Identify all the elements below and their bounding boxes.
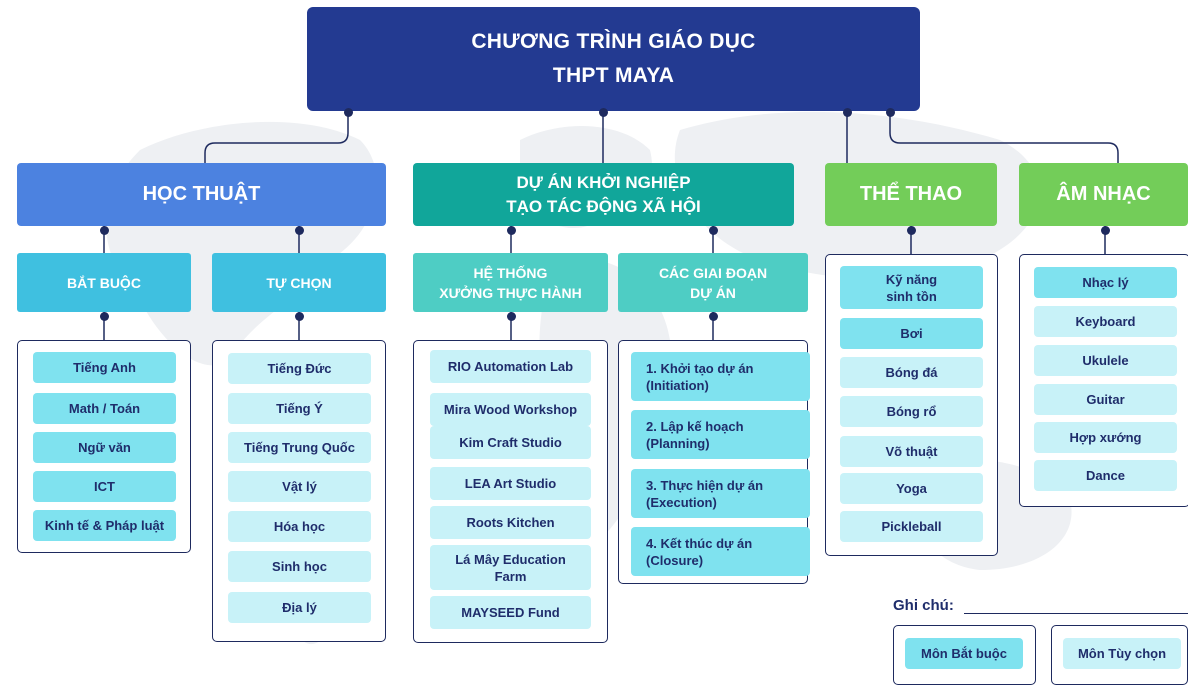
elective-subjects-panel: Tiếng Đức Tiếng Ý Tiếng Trung Quốc Vật l… (212, 340, 386, 642)
subcategory-required-label: BẮT BUỘC (67, 274, 141, 291)
legend-underline (964, 597, 1188, 614)
legend-required-label: Môn Bắt buộc (921, 646, 1007, 661)
list-item: Nhạc lý (1034, 267, 1177, 298)
subcategory-phases-line2: DỰ ÁN (690, 284, 736, 301)
connector-dot (506, 226, 516, 235)
list-item: Tiếng Đức (228, 353, 371, 384)
list-item: Pickleball (840, 511, 983, 542)
list-item: LEA Art Studio (430, 467, 591, 500)
list-item: Math / Toán (33, 393, 176, 424)
subcategory-workshops-line1: HỆ THỐNG (473, 264, 548, 281)
required-subjects-panel: Tiếng Anh Math / Toán Ngữ văn ICT Kinh t… (17, 340, 191, 553)
list-item: Võ thuật (840, 436, 983, 467)
list-item: RIO Automation Lab (430, 350, 591, 383)
category-academic-label: HỌC THUẬT (142, 183, 261, 205)
connector-dot (506, 312, 516, 321)
list-item: Guitar (1034, 384, 1177, 415)
list-item: 3. Thực hiện dự án (Execution) (631, 469, 810, 518)
program-title-line2: THPT MAYA (552, 64, 675, 87)
category-startup: DỰ ÁN KHỞI NGHIỆP TẠO TÁC ĐỘNG XÃ HỘI (413, 163, 794, 226)
connector-dot (708, 312, 718, 321)
list-item: Tiếng Trung Quốc (228, 432, 371, 463)
list-item: Mira Wood Workshop (430, 393, 591, 426)
list-item: Tiếng Ý (228, 393, 371, 424)
legend-title: Ghi chú: (893, 597, 954, 614)
workshops-panel: RIO Automation Lab Mira Wood Workshop Ki… (413, 340, 608, 643)
legend-elective-swatch: Môn Tùy chọn (1063, 638, 1181, 669)
list-item: Hợp xướng (1034, 422, 1177, 453)
subcategory-required: BẮT BUỘC (17, 253, 191, 312)
list-item: Keyboard (1034, 306, 1177, 337)
project-phases-panel: 1. Khởi tạo dự án (Initiation) 2. Lập kế… (618, 340, 810, 584)
connector-dot (906, 226, 916, 235)
list-item: Kim Craft Studio (430, 426, 591, 459)
category-sports-label: THỂ THAO (859, 183, 963, 205)
music-panel: Nhạc lý Keyboard Ukulele Guitar Hợp xướn… (1019, 254, 1188, 507)
category-academic: HỌC THUẬT (17, 163, 386, 226)
list-item: Ngữ văn (33, 432, 176, 463)
legend-elective-box: Môn Tùy chọn (1051, 625, 1188, 685)
category-startup-line2: TẠO TÁC ĐỘNG XÃ HỘI (506, 196, 701, 216)
list-item: Vật lý (228, 471, 371, 502)
connector-dot (842, 108, 852, 117)
list-item: Kỹ năng sinh tồn (840, 266, 983, 309)
list-item: Yoga (840, 473, 983, 504)
subcategory-workshops: HỆ THỐNG XƯỞNG THỰC HÀNH (413, 253, 608, 312)
list-item: ICT (33, 471, 176, 502)
category-sports: THỂ THAO (825, 163, 997, 226)
connector-dot (708, 226, 718, 235)
list-item: Tiếng Anh (33, 352, 176, 383)
category-startup-line1: DỰ ÁN KHỞI NGHIỆP (516, 172, 691, 192)
list-item: 2. Lập kế hoạch (Planning) (631, 410, 810, 459)
category-music: ÂM NHẠC (1019, 163, 1188, 226)
list-item: Ukulele (1034, 345, 1177, 376)
category-music-label: ÂM NHẠC (1056, 183, 1151, 205)
subcategory-phases-line1: CÁC GIAI ĐOẠN (658, 264, 768, 281)
list-item: Lá Mây Education Farm (430, 545, 591, 590)
list-item: Bóng rổ (840, 396, 983, 427)
subcategory-elective: TỰ CHỌN (212, 253, 386, 312)
list-item: Sinh học (228, 551, 371, 582)
connector-dot (99, 226, 109, 235)
connector-dot (598, 108, 608, 117)
list-item: Bơi (840, 318, 983, 349)
list-item: Bóng đá (840, 357, 983, 388)
subcategory-elective-label: TỰ CHỌN (266, 274, 332, 291)
legend-required-box: Môn Bắt buộc (893, 625, 1036, 685)
connector-dot (343, 108, 353, 117)
legend-elective-label: Môn Tùy chọn (1077, 646, 1167, 661)
connector-dot (99, 312, 109, 321)
connector-dot (885, 108, 895, 117)
connector-dot (294, 226, 304, 235)
program-title-line1: CHƯƠNG TRÌNH GIÁO DỤC (471, 30, 756, 53)
list-item: 1. Khởi tạo dự án (Initiation) (631, 352, 810, 401)
subcategory-workshops-line2: XƯỞNG THỰC HÀNH (439, 284, 582, 301)
list-item: Hóa học (228, 511, 371, 542)
program-title: CHƯƠNG TRÌNH GIÁO DỤC THPT MAYA (307, 7, 920, 111)
list-item: Roots Kitchen (430, 506, 591, 539)
connector-dot (1100, 226, 1110, 235)
subcategory-phases: CÁC GIAI ĐOẠN DỰ ÁN (618, 253, 808, 312)
legend-required-swatch: Môn Bắt buộc (905, 638, 1023, 669)
list-item: Kinh tế & Pháp luật (33, 510, 176, 541)
list-item: MAYSEED Fund (430, 596, 591, 629)
connector-dot (294, 312, 304, 321)
list-item: 4. Kết thúc dự án (Closure) (631, 527, 810, 576)
list-item: Dance (1034, 460, 1177, 491)
list-item: Địa lý (228, 592, 371, 623)
sports-panel: Kỹ năng sinh tồn Bơi Bóng đá Bóng rổ Võ … (825, 254, 998, 556)
